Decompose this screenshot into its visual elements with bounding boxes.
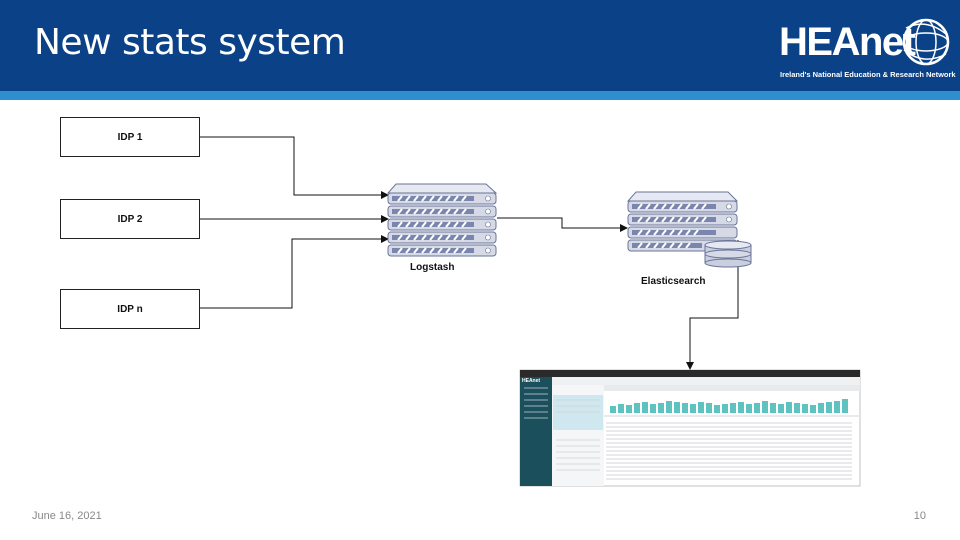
histogram-bar xyxy=(618,404,624,413)
histogram-bar xyxy=(770,403,776,413)
histogram-bar xyxy=(642,402,648,413)
histogram-bar xyxy=(842,399,848,413)
slide-date: June 16, 2021 xyxy=(32,510,102,522)
elasticsearch-server-icon xyxy=(626,191,752,268)
idp-2-box: IDP 2 xyxy=(60,199,200,239)
histogram-bars xyxy=(610,399,848,413)
logstash-server-icon xyxy=(386,183,498,257)
histogram-bar xyxy=(834,401,840,413)
histogram-bar xyxy=(754,403,760,413)
heanet-logo-text: HEAnet xyxy=(779,20,916,64)
histogram-bar xyxy=(706,403,712,413)
logstash-label: Logstash xyxy=(410,262,455,273)
histogram-bar xyxy=(650,404,656,413)
histogram-bar xyxy=(730,403,736,413)
database-icon xyxy=(704,240,752,268)
histogram-bar xyxy=(634,403,640,413)
histogram-bar xyxy=(658,403,664,413)
idp-1-box: IDP 1 xyxy=(60,117,200,157)
histogram-bar xyxy=(674,402,680,413)
histogram-bar xyxy=(778,404,784,413)
histogram-bar xyxy=(818,403,824,413)
connector-elasticsearch-kibana xyxy=(686,240,739,370)
histogram-bar xyxy=(610,406,616,413)
idp-n-box: IDP n xyxy=(60,289,200,329)
histogram-bar xyxy=(698,402,704,413)
histogram-bar xyxy=(794,403,800,413)
histogram-bar xyxy=(786,402,792,413)
slide-page-number: 10 xyxy=(913,510,926,522)
histogram-bar xyxy=(682,403,688,413)
heanet-logo-tagline: Ireland's National Education & Research … xyxy=(780,70,956,79)
histogram-bar xyxy=(802,404,808,413)
histogram-bar xyxy=(714,405,720,413)
globe-icon xyxy=(902,18,950,66)
histogram-bar xyxy=(746,404,752,413)
histogram-bar xyxy=(690,404,696,413)
histogram-bar xyxy=(810,405,816,413)
slide-title: New stats system xyxy=(34,22,346,63)
connector-logstash-elasticsearch xyxy=(497,217,628,232)
histogram-bar xyxy=(626,405,632,413)
histogram-bar xyxy=(722,404,728,413)
kibana-dashboard-thumbnail xyxy=(519,369,861,487)
kibana-brand-label: HEAnet xyxy=(522,378,541,384)
elasticsearch-label: Elasticsearch xyxy=(641,276,706,287)
histogram-bar xyxy=(762,401,768,413)
slide-header xyxy=(0,0,960,91)
histogram-bar xyxy=(738,402,744,413)
connector-idp1-logstash xyxy=(200,136,389,199)
connector-idpn-logstash xyxy=(200,235,389,309)
histogram-bar xyxy=(826,402,832,413)
histogram-bar xyxy=(666,401,672,413)
header-stripe xyxy=(0,91,960,100)
